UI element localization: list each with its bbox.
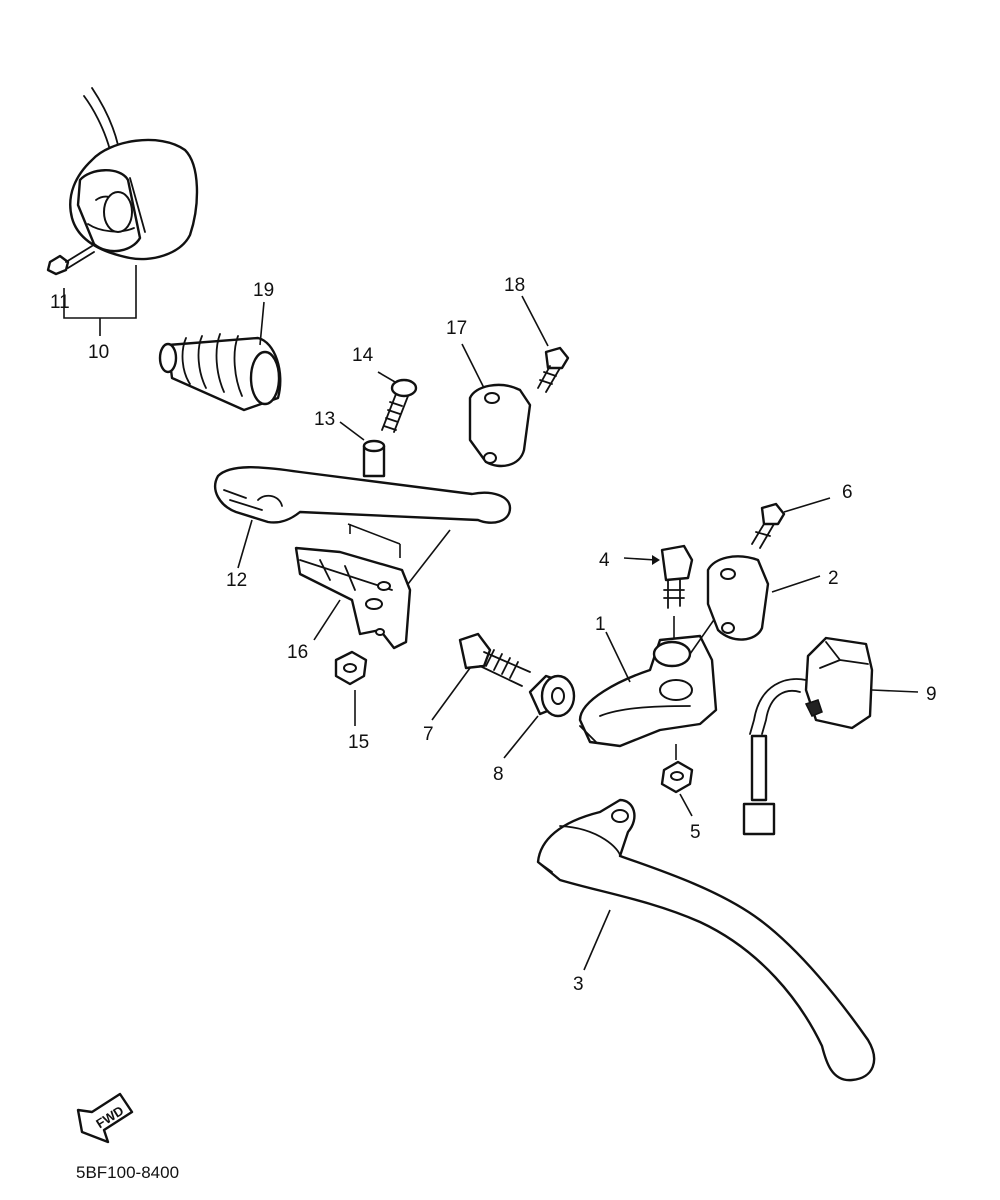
collar-part-13 <box>339 421 386 478</box>
callout-1: 1 <box>595 614 606 635</box>
callout-12: 12 <box>226 570 247 591</box>
clutch-lever-part-12 <box>213 466 512 569</box>
callout-14: 14 <box>352 345 374 366</box>
switch-housing-part-10 <box>69 87 199 261</box>
callout-8: 8 <box>493 764 504 785</box>
callout-4: 4 <box>599 550 610 571</box>
callout-2: 2 <box>828 568 839 589</box>
leader-10-11 <box>63 265 137 336</box>
callout-15: 15 <box>348 732 369 753</box>
callout-7: 7 <box>423 724 434 745</box>
callout-3: 3 <box>573 974 584 995</box>
locknut-part-8 <box>503 674 576 759</box>
callout-11: 11 <box>50 292 70 313</box>
nut-part-15 <box>334 650 368 726</box>
holder-part-17 <box>461 343 532 468</box>
master-cylinder-part-1 <box>578 593 733 748</box>
brake-lever-part-3 <box>536 798 876 1082</box>
bolt-part-6 <box>751 497 831 549</box>
clamp-part-2 <box>706 555 821 641</box>
callout-6: 6 <box>842 482 853 503</box>
throttle-grip-part-19 <box>158 301 282 412</box>
bolt-part-18 <box>521 295 570 393</box>
callout-10: 10 <box>88 342 109 363</box>
callout-17: 17 <box>446 318 467 339</box>
callout-18: 18 <box>504 275 525 296</box>
lever-bracket-part-16 <box>294 523 451 650</box>
callout-5: 5 <box>690 822 701 843</box>
screw-part-11 <box>46 245 95 276</box>
callout-16: 16 <box>287 642 308 663</box>
nut-part-5 <box>660 744 694 817</box>
screw-part-14 <box>377 371 418 433</box>
brake-switch-part-9 <box>742 636 919 836</box>
drawing-code: 5BF100-8400 <box>76 1163 179 1182</box>
adjuster-part-7 <box>431 632 531 721</box>
callout-9: 9 <box>926 684 937 705</box>
callout-19: 19 <box>253 280 274 301</box>
callout-13: 13 <box>314 409 335 430</box>
fwd-arrow-icon: FWD <box>76 1092 134 1144</box>
